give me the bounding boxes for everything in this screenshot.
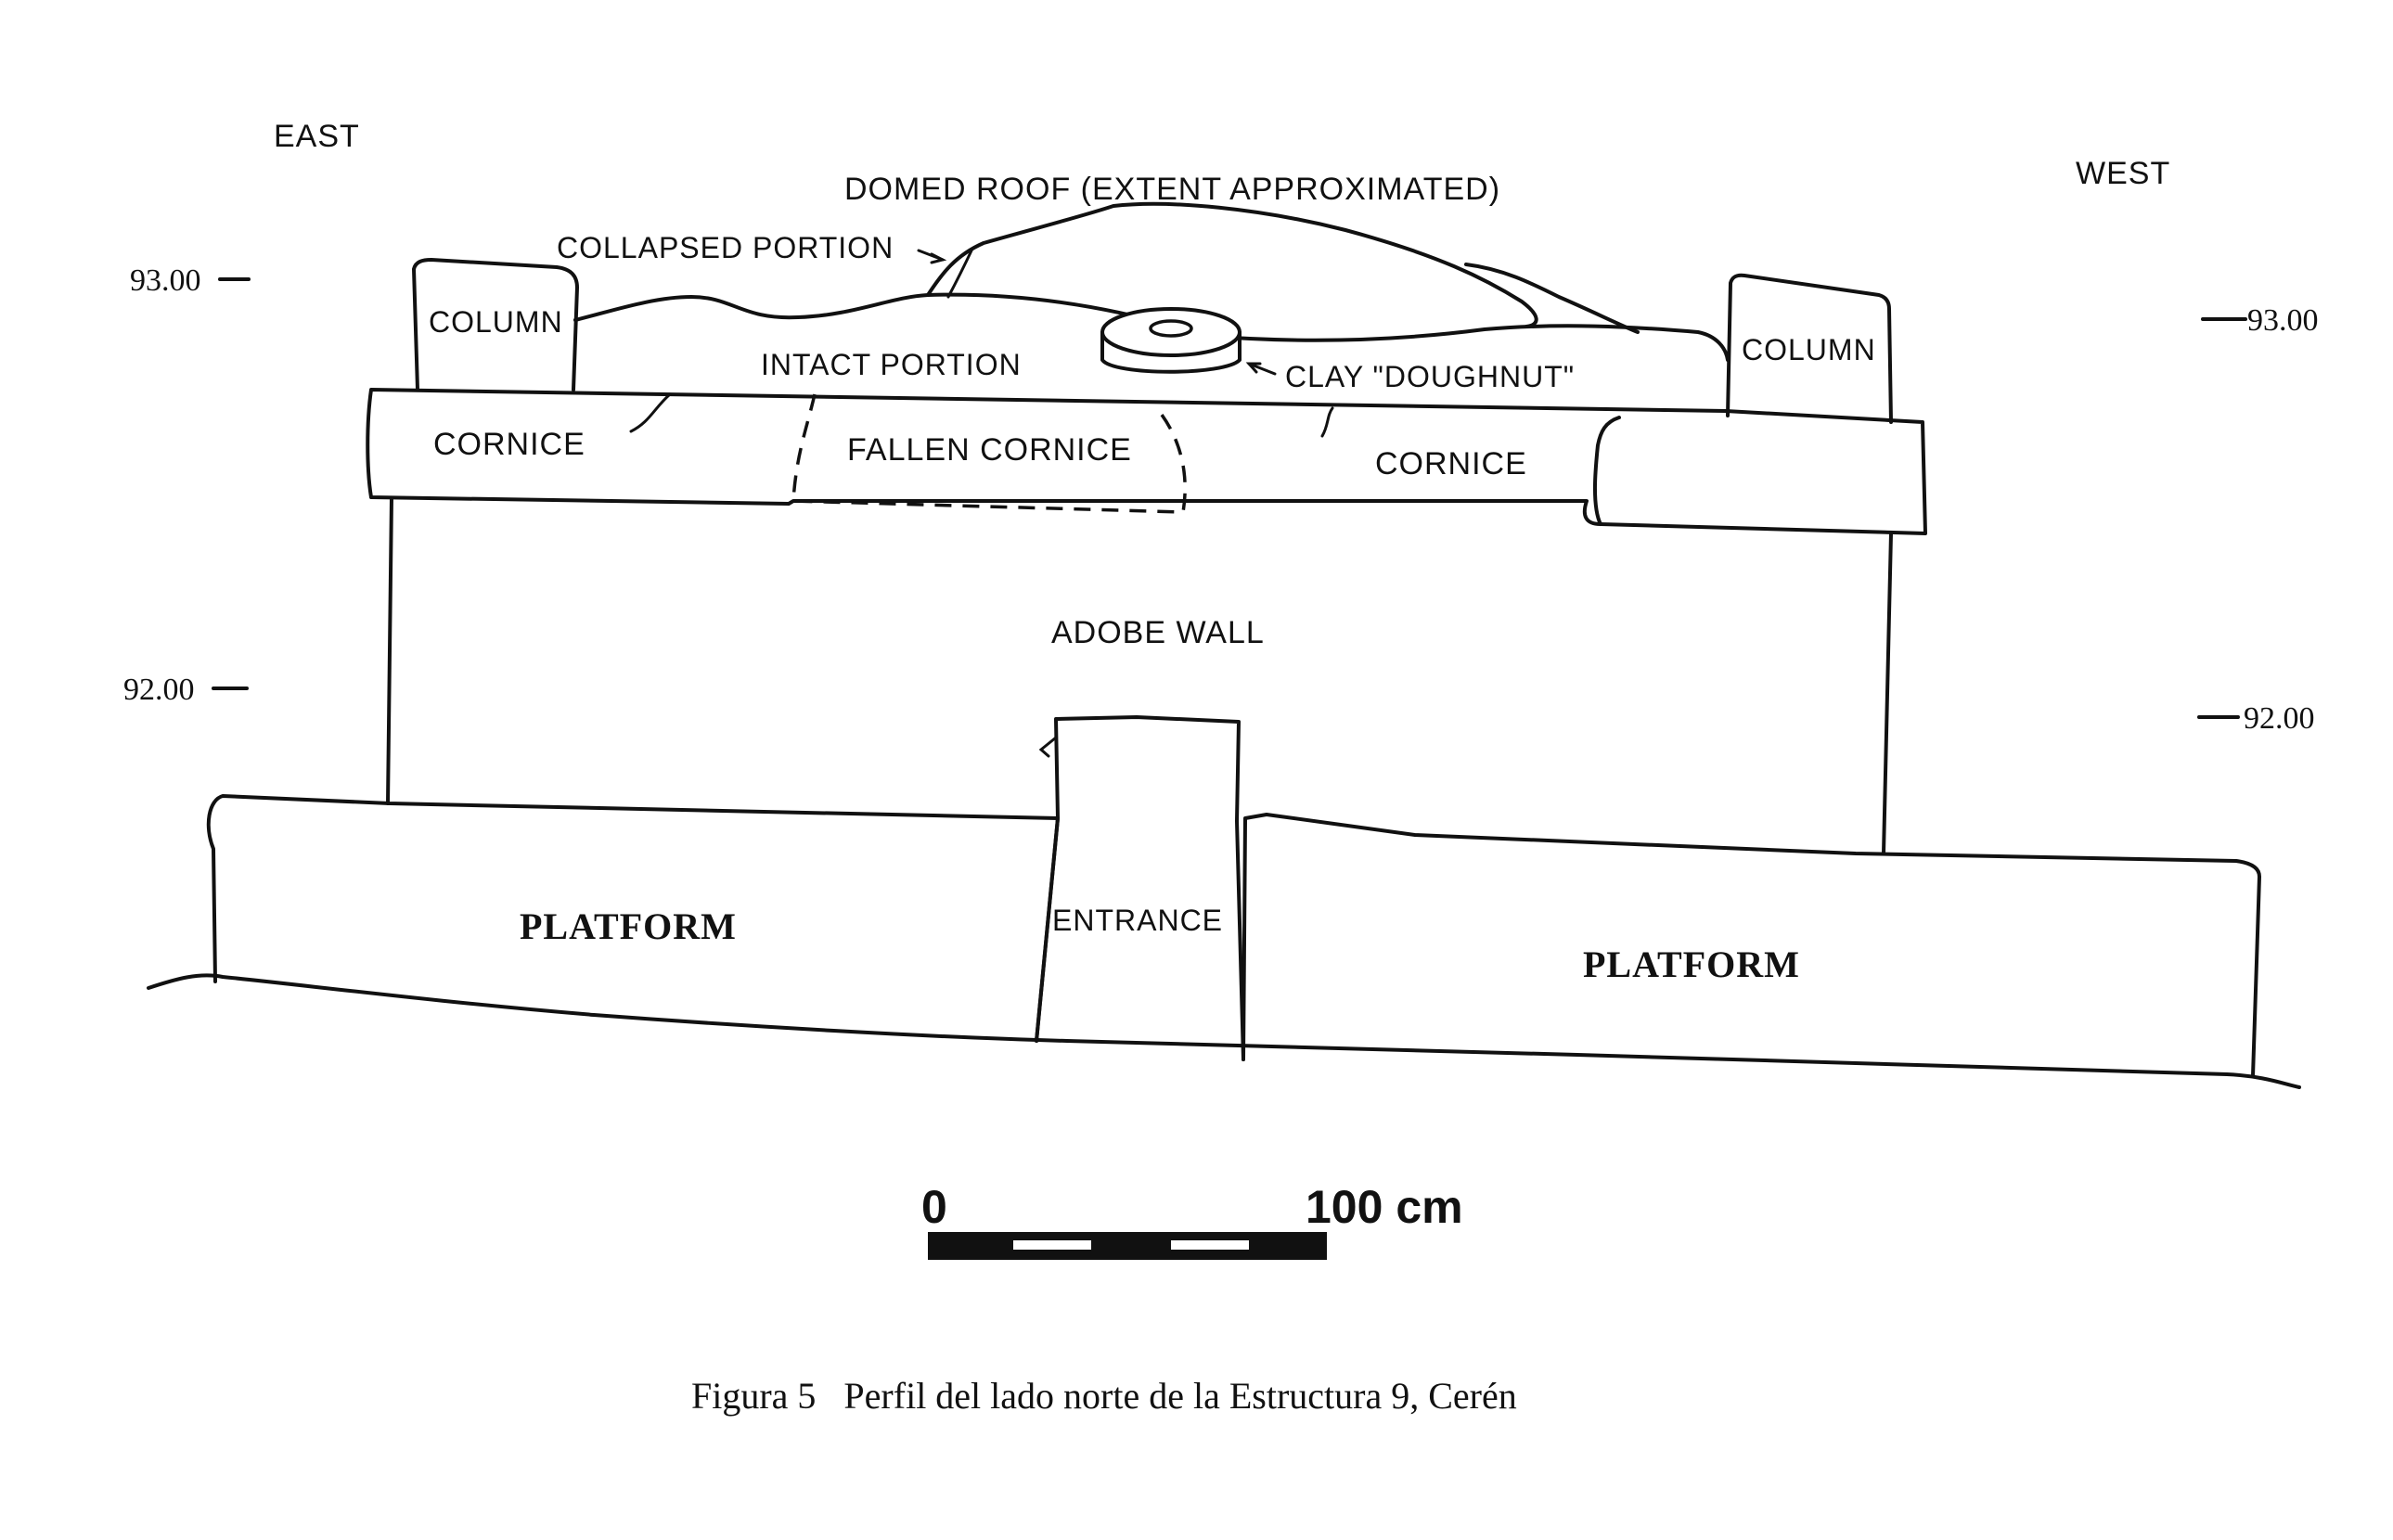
clay-doughnut-leader <box>1247 362 1277 376</box>
scale-bar-end-label: 100 cm <box>1306 1181 1463 1233</box>
elevation-label-left-lower: 92.00 <box>123 673 195 707</box>
cornice-crack-east <box>629 392 672 433</box>
adobe-wall-west-side <box>1882 532 1893 855</box>
west-label: WEST <box>2076 156 2170 191</box>
intact-portion-outline <box>573 292 1730 362</box>
domed-roof-label: DOMED ROOF (EXTENT APPROXIMATED) <box>844 172 1500 207</box>
entrance-outline <box>1035 715 1245 1061</box>
platform-east-label: PLATFORM <box>520 905 737 947</box>
collapsed-portion-edge <box>946 247 974 299</box>
entrance-crack <box>1038 736 1058 758</box>
clay-doughnut-arrowhead <box>1245 362 1262 374</box>
entrance-label: ENTRANCE <box>1052 904 1223 937</box>
east-label: EAST <box>274 119 360 154</box>
cornice-band-outline <box>366 388 1927 535</box>
figure-caption: Figura 5 Perfil del lado norte de la Est… <box>691 1375 1517 1417</box>
collapsed-portion-label: COLLAPSED PORTION <box>557 231 894 264</box>
scale-bar <box>928 1232 1327 1260</box>
column-east-outline <box>412 258 579 391</box>
column-west-label: COLUMN <box>1742 333 1876 366</box>
clay-doughnut <box>1100 307 1242 374</box>
fallen-cornice-label: FALLEN CORNICE <box>847 432 1132 468</box>
domed-roof-outline <box>926 201 1538 328</box>
cornice-west-label: CORNICE <box>1375 446 1527 481</box>
ground-line <box>147 973 2301 1089</box>
collapsed-portion-arrowhead <box>930 252 947 264</box>
column-east-label: COLUMN <box>429 305 563 339</box>
platform-west-outline <box>1242 813 2261 1078</box>
domed-roof-rim <box>1464 263 1640 334</box>
elevation-label-right-lower: 92.00 <box>2244 701 2315 736</box>
adobe-wall-label: ADOBE WALL <box>1051 615 1265 650</box>
column-west-outline <box>1726 273 1893 424</box>
platform-west-label: PLATFORM <box>1583 943 1800 985</box>
elevation-label-left-upper: 93.00 <box>130 263 201 298</box>
clay-doughnut-label: CLAY "DOUGHNUT" <box>1285 360 1575 393</box>
cornice-west-block-divider <box>1593 416 1621 526</box>
scale-bar-start-label: 0 <box>921 1181 947 1233</box>
platform-east-outline <box>206 794 1060 1043</box>
cornice-east-label: CORNICE <box>433 427 585 462</box>
intact-portion-label: INTACT PORTION <box>761 348 1022 381</box>
adobe-wall-east-side <box>386 496 393 805</box>
fallen-cornice-dashed-outline <box>791 393 1187 514</box>
cornice-crack-west <box>1320 406 1334 438</box>
elevation-label-right-upper: 93.00 <box>2247 303 2319 338</box>
